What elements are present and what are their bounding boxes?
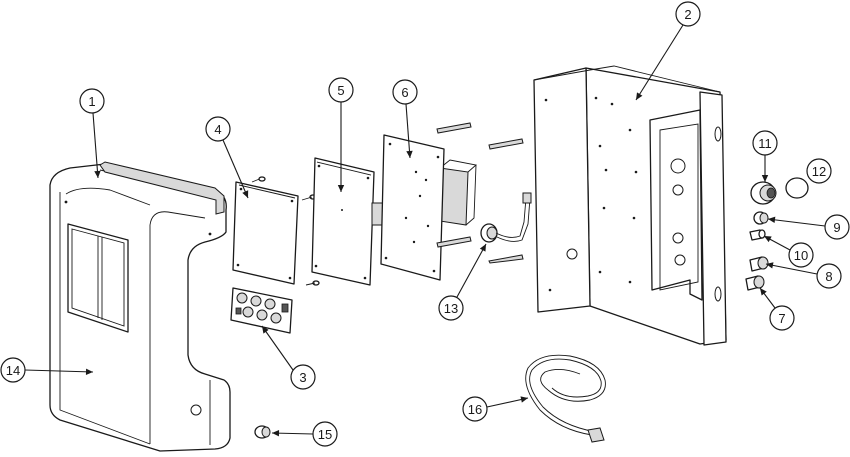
callout-12: 12: [806, 158, 832, 184]
callout-3: 3: [261, 325, 316, 390]
callout-number-1: 1: [88, 94, 95, 109]
fitting-8: [749, 256, 769, 272]
leader-line-9: [767, 218, 826, 227]
callout-6: 6: [392, 79, 418, 159]
leader-line-4: [222, 139, 249, 199]
callout-9: 9: [767, 214, 850, 240]
callout-number-3: 3: [299, 370, 306, 385]
callout-circle-8: [816, 263, 842, 289]
callout-number-15: 15: [318, 427, 332, 442]
callout-number-4: 4: [214, 122, 221, 137]
callout-14: 14: [0, 357, 94, 383]
leader-line-2: [635, 24, 684, 101]
arrowhead-1: [94, 170, 101, 178]
fitting-7: [745, 275, 765, 291]
callout-5: 5: [328, 77, 354, 192]
arrowhead-2: [636, 92, 643, 100]
callout-circle-15: [312, 421, 338, 447]
fitting-11: [750, 181, 777, 205]
callout-7: 7: [759, 287, 795, 331]
callout-number-6: 6: [401, 85, 408, 100]
transformer-mounting-plate: [371, 134, 477, 281]
callout-11: 11: [752, 130, 778, 182]
arrowhead-13: [479, 244, 486, 252]
callout-circle-12: [806, 158, 832, 184]
callout-number-10: 10: [794, 248, 808, 263]
arrowhead-10: [764, 236, 772, 243]
arrowhead-4: [242, 190, 249, 198]
coiled-cable: [525, 354, 606, 443]
callout-circle-6: [392, 79, 418, 105]
callout-circle-2: [675, 1, 701, 27]
standoff-rods: [436, 122, 524, 264]
leader-line-8: [765, 263, 818, 275]
arrowhead-8: [766, 262, 774, 269]
cable-gland-part: [480, 192, 532, 243]
callout-2: 2: [635, 1, 701, 101]
callout-16: 16: [462, 396, 529, 422]
arrowhead-14: [85, 368, 93, 375]
callout-number-16: 16: [468, 402, 482, 417]
leader-line-3: [261, 325, 294, 371]
callout-circle-7: [769, 305, 795, 331]
callout-circle-3: [290, 364, 316, 390]
callout-number-14: 14: [6, 363, 20, 378]
connector-panel: [230, 287, 293, 334]
leader-line-6: [405, 103, 411, 159]
arrowhead-11: [761, 175, 769, 182]
callout-circle-16: [462, 396, 488, 422]
callout-4: 4: [205, 116, 249, 199]
callout-10: 10: [763, 235, 814, 268]
callout-circle-1: [79, 88, 105, 114]
callout-circle-14: [0, 357, 26, 383]
callout-number-8: 8: [825, 269, 832, 284]
callout-number-5: 5: [337, 83, 344, 98]
callout-13: 13: [438, 243, 487, 321]
callout-15: 15: [271, 421, 338, 447]
callout-circle-10: [788, 242, 814, 268]
back-enclosure: [533, 65, 727, 346]
callout-number-11: 11: [758, 136, 772, 151]
arrowhead-16: [520, 396, 528, 403]
front-cover-housing: [49, 161, 231, 452]
fitting-9: [753, 211, 769, 225]
leader-line-13: [456, 243, 487, 298]
callout-number-9: 9: [833, 220, 840, 235]
circuit-board-plate: [311, 157, 375, 286]
callout-8: 8: [765, 262, 842, 289]
callout-circle-13: [438, 295, 464, 321]
callout-number-12: 12: [812, 164, 826, 179]
fitting-10: [749, 229, 766, 241]
small-mounting-plate: [232, 176, 320, 286]
callout-number-13: 13: [444, 301, 458, 316]
callout-circle-11: [752, 130, 778, 156]
callout-number-2: 2: [684, 7, 691, 22]
leader-line-14: [24, 369, 94, 373]
arrowhead-7: [760, 288, 767, 296]
small-knob-part: [254, 425, 271, 439]
arrowhead-9: [768, 216, 776, 224]
callout-1: 1: [79, 88, 105, 179]
callout-circle-4: [205, 116, 231, 142]
arrowhead-3: [262, 326, 269, 334]
fitting-12: [785, 177, 809, 199]
arrowhead-5: [337, 185, 345, 192]
callout-number-7: 7: [778, 311, 785, 326]
leader-line-1: [92, 112, 99, 179]
callout-circle-9: [824, 214, 850, 240]
callout-circle-5: [328, 77, 354, 103]
arrowhead-15: [272, 429, 280, 437]
arrowhead-6: [406, 150, 413, 158]
